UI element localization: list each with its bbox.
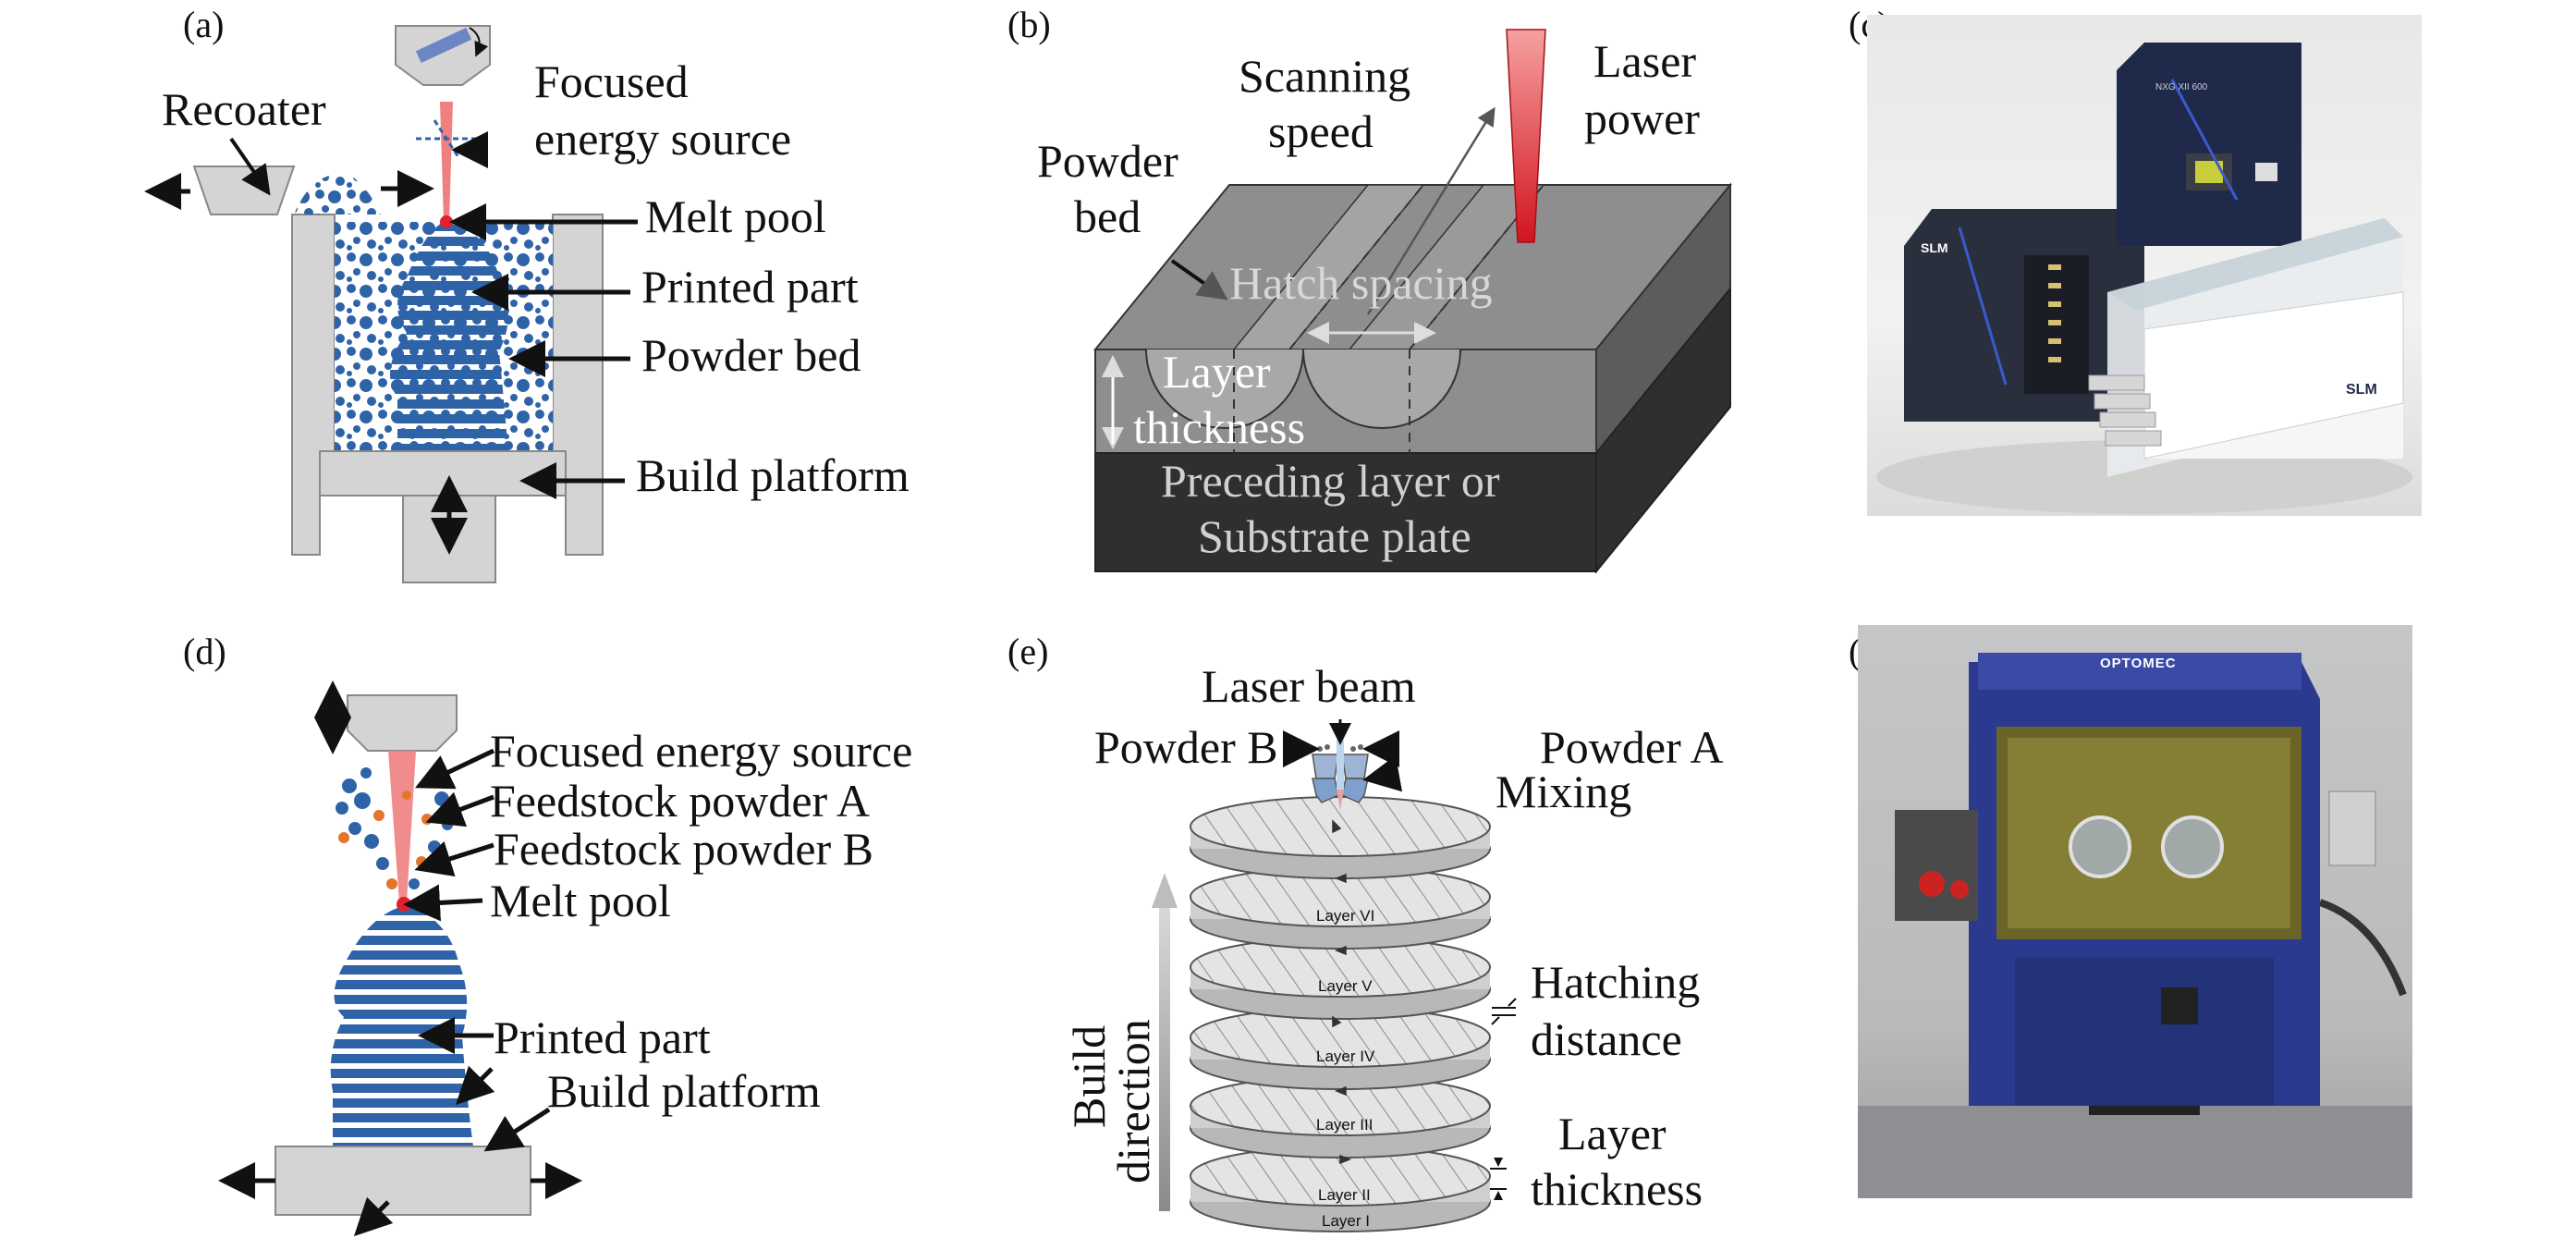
slm-model-label: NXG XII 600 bbox=[2155, 82, 2208, 92]
label-preceding-layer-2: Substrate plate bbox=[1198, 510, 1471, 562]
panel-a-tag: (a) bbox=[183, 4, 225, 45]
label-build-direction-1: Build bbox=[1063, 1024, 1115, 1128]
label-build-platform-a: Build platform bbox=[636, 449, 910, 501]
build-platform-d bbox=[275, 1146, 531, 1216]
layer-label-6: Layer VI bbox=[1316, 907, 1375, 925]
build-direction-arrow bbox=[1159, 906, 1170, 1211]
build-platform-shape bbox=[319, 450, 567, 496]
slm-machine-photo: SLM SLM NXG XII 600 bbox=[1867, 15, 2422, 516]
panel-d: (d) bbox=[0, 610, 980, 1238]
label-build-direction-2: direction bbox=[1107, 1019, 1159, 1183]
panel-a-diagram bbox=[144, 25, 638, 583]
label-layer-thickness-b-1: Layer bbox=[1163, 346, 1271, 398]
label-hatching-distance-1: Hatching bbox=[1531, 956, 1701, 1008]
label-layer-thickness-b-2: thickness bbox=[1133, 401, 1306, 453]
panel-b-tag: (b) bbox=[1007, 4, 1051, 45]
layer-label-1: Layer I bbox=[1322, 1212, 1370, 1230]
energy-source-head bbox=[395, 25, 491, 86]
layer-label-5: Layer V bbox=[1318, 977, 1373, 995]
panel-e: (e) bbox=[980, 610, 1830, 1238]
label-build-platform-d: Build platform bbox=[547, 1065, 821, 1117]
label-laser-power-2: power bbox=[1584, 92, 1700, 144]
build-chamber-frame bbox=[291, 214, 336, 556]
label-powder-bed-a: Powder bed bbox=[641, 329, 861, 381]
panel-a: (a) bbox=[0, 0, 980, 610]
slm-brand-side: SLM bbox=[1921, 240, 1948, 255]
label-laser-power-1: Laser bbox=[1593, 35, 1697, 87]
label-layer-thickness-e-1: Layer bbox=[1558, 1108, 1666, 1159]
label-preceding-layer-1: Preceding layer or bbox=[1161, 455, 1500, 507]
label-focused-energy-source-d: Focused energy source bbox=[490, 725, 913, 777]
label-powder-b: Powder B bbox=[1094, 721, 1278, 773]
label-mixing: Mixing bbox=[1496, 766, 1632, 817]
label-layer-thickness-e-2: thickness bbox=[1531, 1163, 1703, 1215]
laser-beam-a bbox=[440, 102, 453, 222]
label-scanning-speed-1: Scanning bbox=[1239, 50, 1411, 102]
panel-f: (f) OPTOMEC bbox=[1830, 610, 2576, 1238]
slm-brand-main: SLM bbox=[2346, 382, 2377, 398]
label-powder-bed-b-2: bed bbox=[1074, 190, 1141, 242]
optomec-brand: OPTOMEC bbox=[2100, 656, 2177, 671]
label-melt-pool-a: Melt pool bbox=[645, 190, 826, 242]
layer-stack bbox=[1190, 796, 1491, 1232]
layer-label-2: Layer II bbox=[1318, 1186, 1371, 1204]
substrate-front bbox=[1094, 452, 1597, 572]
panel-d-tag: (d) bbox=[183, 631, 226, 672]
label-powder-a: Powder A bbox=[1540, 721, 1724, 773]
printed-part-d bbox=[330, 906, 473, 1146]
panel-e-diagram bbox=[1152, 719, 1517, 1232]
laser-beam-d bbox=[388, 751, 416, 902]
panel-b: (b) bbox=[980, 0, 1830, 610]
layer-label-4: Layer IV bbox=[1316, 1048, 1375, 1065]
label-focused-energy-source-1: Focused bbox=[534, 55, 689, 107]
label-melt-pool-d: Melt pool bbox=[490, 875, 671, 926]
label-printed-part-a: Printed part bbox=[641, 261, 859, 313]
label-hatch-spacing: Hatch spacing bbox=[1229, 257, 1493, 309]
panel-c: (c) bbox=[1830, 0, 2576, 610]
label-printed-part-d: Printed part bbox=[494, 1011, 711, 1063]
label-feedstock-b: Feedstock powder B bbox=[494, 823, 874, 875]
label-feedstock-a: Feedstock powder A bbox=[490, 775, 871, 827]
label-recoater: Recoater bbox=[162, 83, 326, 135]
label-laser-beam: Laser beam bbox=[1202, 660, 1416, 712]
nozzle-e bbox=[1312, 719, 1369, 810]
panel-e-tag: (e) bbox=[1007, 631, 1049, 672]
nozzle-d bbox=[347, 694, 458, 752]
optomec-machine-photo: OPTOMEC bbox=[1858, 625, 2412, 1198]
label-focused-energy-source-2: energy source bbox=[534, 113, 792, 165]
label-hatching-distance-2: distance bbox=[1531, 1013, 1682, 1065]
layer-label-3: Layer III bbox=[1316, 1116, 1373, 1134]
panel-d-diagram bbox=[218, 680, 582, 1237]
recoater-shape bbox=[192, 165, 296, 215]
panel-b-diagram bbox=[1093, 29, 1733, 574]
laser-beam-b bbox=[1506, 29, 1546, 243]
label-powder-bed-b-1: Powder bbox=[1037, 135, 1178, 187]
label-scanning-speed-2: speed bbox=[1268, 105, 1373, 157]
